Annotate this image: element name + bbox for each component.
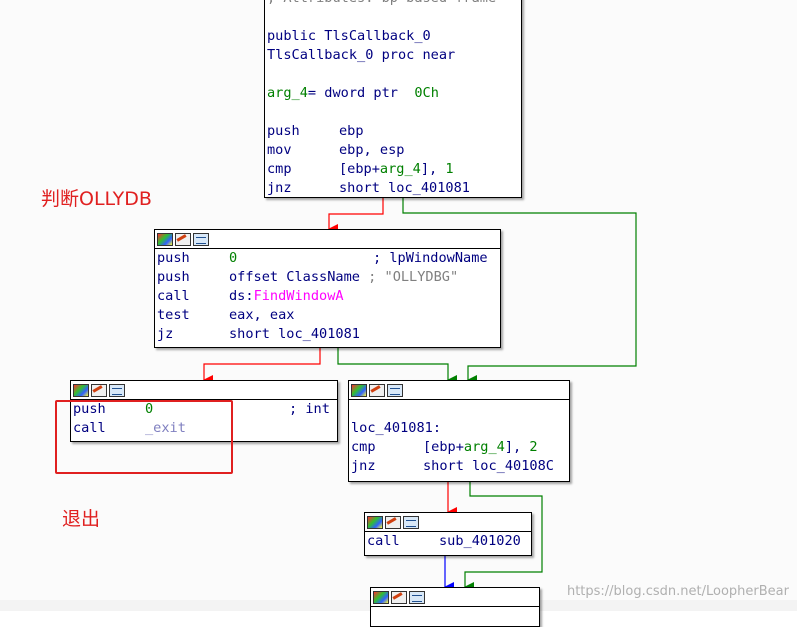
- instr-cmp-2[interactable]: cmp[ebp+arg_4], 2: [351, 439, 538, 455]
- edge-findwindow-to-exit: [203, 348, 321, 385]
- watermark: https://blog.csdn.net/LoopherBear: [566, 584, 789, 599]
- block-next[interactable]: [370, 587, 540, 627]
- block-header: [155, 230, 500, 249]
- edit-icon[interactable]: [369, 383, 385, 397]
- line-proc: TlsCallback_0 proc near: [267, 47, 456, 63]
- edit-icon[interactable]: [175, 232, 191, 246]
- block-header: [371, 588, 539, 607]
- edge-loc401081-to-next: [464, 482, 543, 592]
- edge-top-to-loc401081: [402, 198, 637, 385]
- graph-icon[interactable]: [409, 590, 425, 604]
- color-palette-icon[interactable]: [373, 590, 389, 604]
- line-attributes: ; Attributes: bp-based frame: [267, 0, 519, 8]
- color-palette-icon[interactable]: [73, 383, 89, 397]
- block-header: [71, 381, 337, 400]
- graph-edges: [203, 198, 637, 592]
- line-arg4: arg_4= dword ptr 0Ch: [267, 85, 439, 101]
- block-header: [349, 381, 569, 400]
- color-palette-icon[interactable]: [351, 383, 367, 397]
- edit-icon[interactable]: [385, 515, 401, 529]
- graph-icon[interactable]: [193, 232, 209, 246]
- edge-top-to-findwindow: [328, 198, 384, 234]
- color-palette-icon[interactable]: [157, 232, 173, 246]
- graph-icon[interactable]: [109, 383, 125, 397]
- color-palette-icon[interactable]: [367, 515, 383, 529]
- findwindowa-link[interactable]: FindWindowA: [253, 288, 344, 304]
- block-tlscallback[interactable]: ; Attributes: bp-based frame public TlsC…: [264, 0, 522, 198]
- graph-icon[interactable]: [387, 383, 403, 397]
- annotation-exit-box: [55, 400, 233, 474]
- instr-call-exit[interactable]: call_exit: [73, 420, 186, 436]
- edit-icon[interactable]: [91, 383, 107, 397]
- instr-cmp[interactable]: cmp[ebp+arg_4], 1: [267, 161, 454, 177]
- edit-icon[interactable]: [391, 590, 407, 604]
- arg4-name: arg_4: [267, 85, 308, 101]
- annotation-exit-label: 退出: [62, 508, 101, 530]
- line-public: public TlsCallback_0: [267, 28, 431, 44]
- graph-icon[interactable]: [403, 515, 419, 529]
- exit-link[interactable]: _exit: [145, 420, 186, 436]
- block-header: [365, 513, 531, 532]
- label-loc401081: loc_401081:: [351, 420, 442, 436]
- edge-findwindow-to-loc401081: [337, 348, 457, 385]
- annotation-check-olly: 判断OLLYDB: [41, 188, 152, 210]
